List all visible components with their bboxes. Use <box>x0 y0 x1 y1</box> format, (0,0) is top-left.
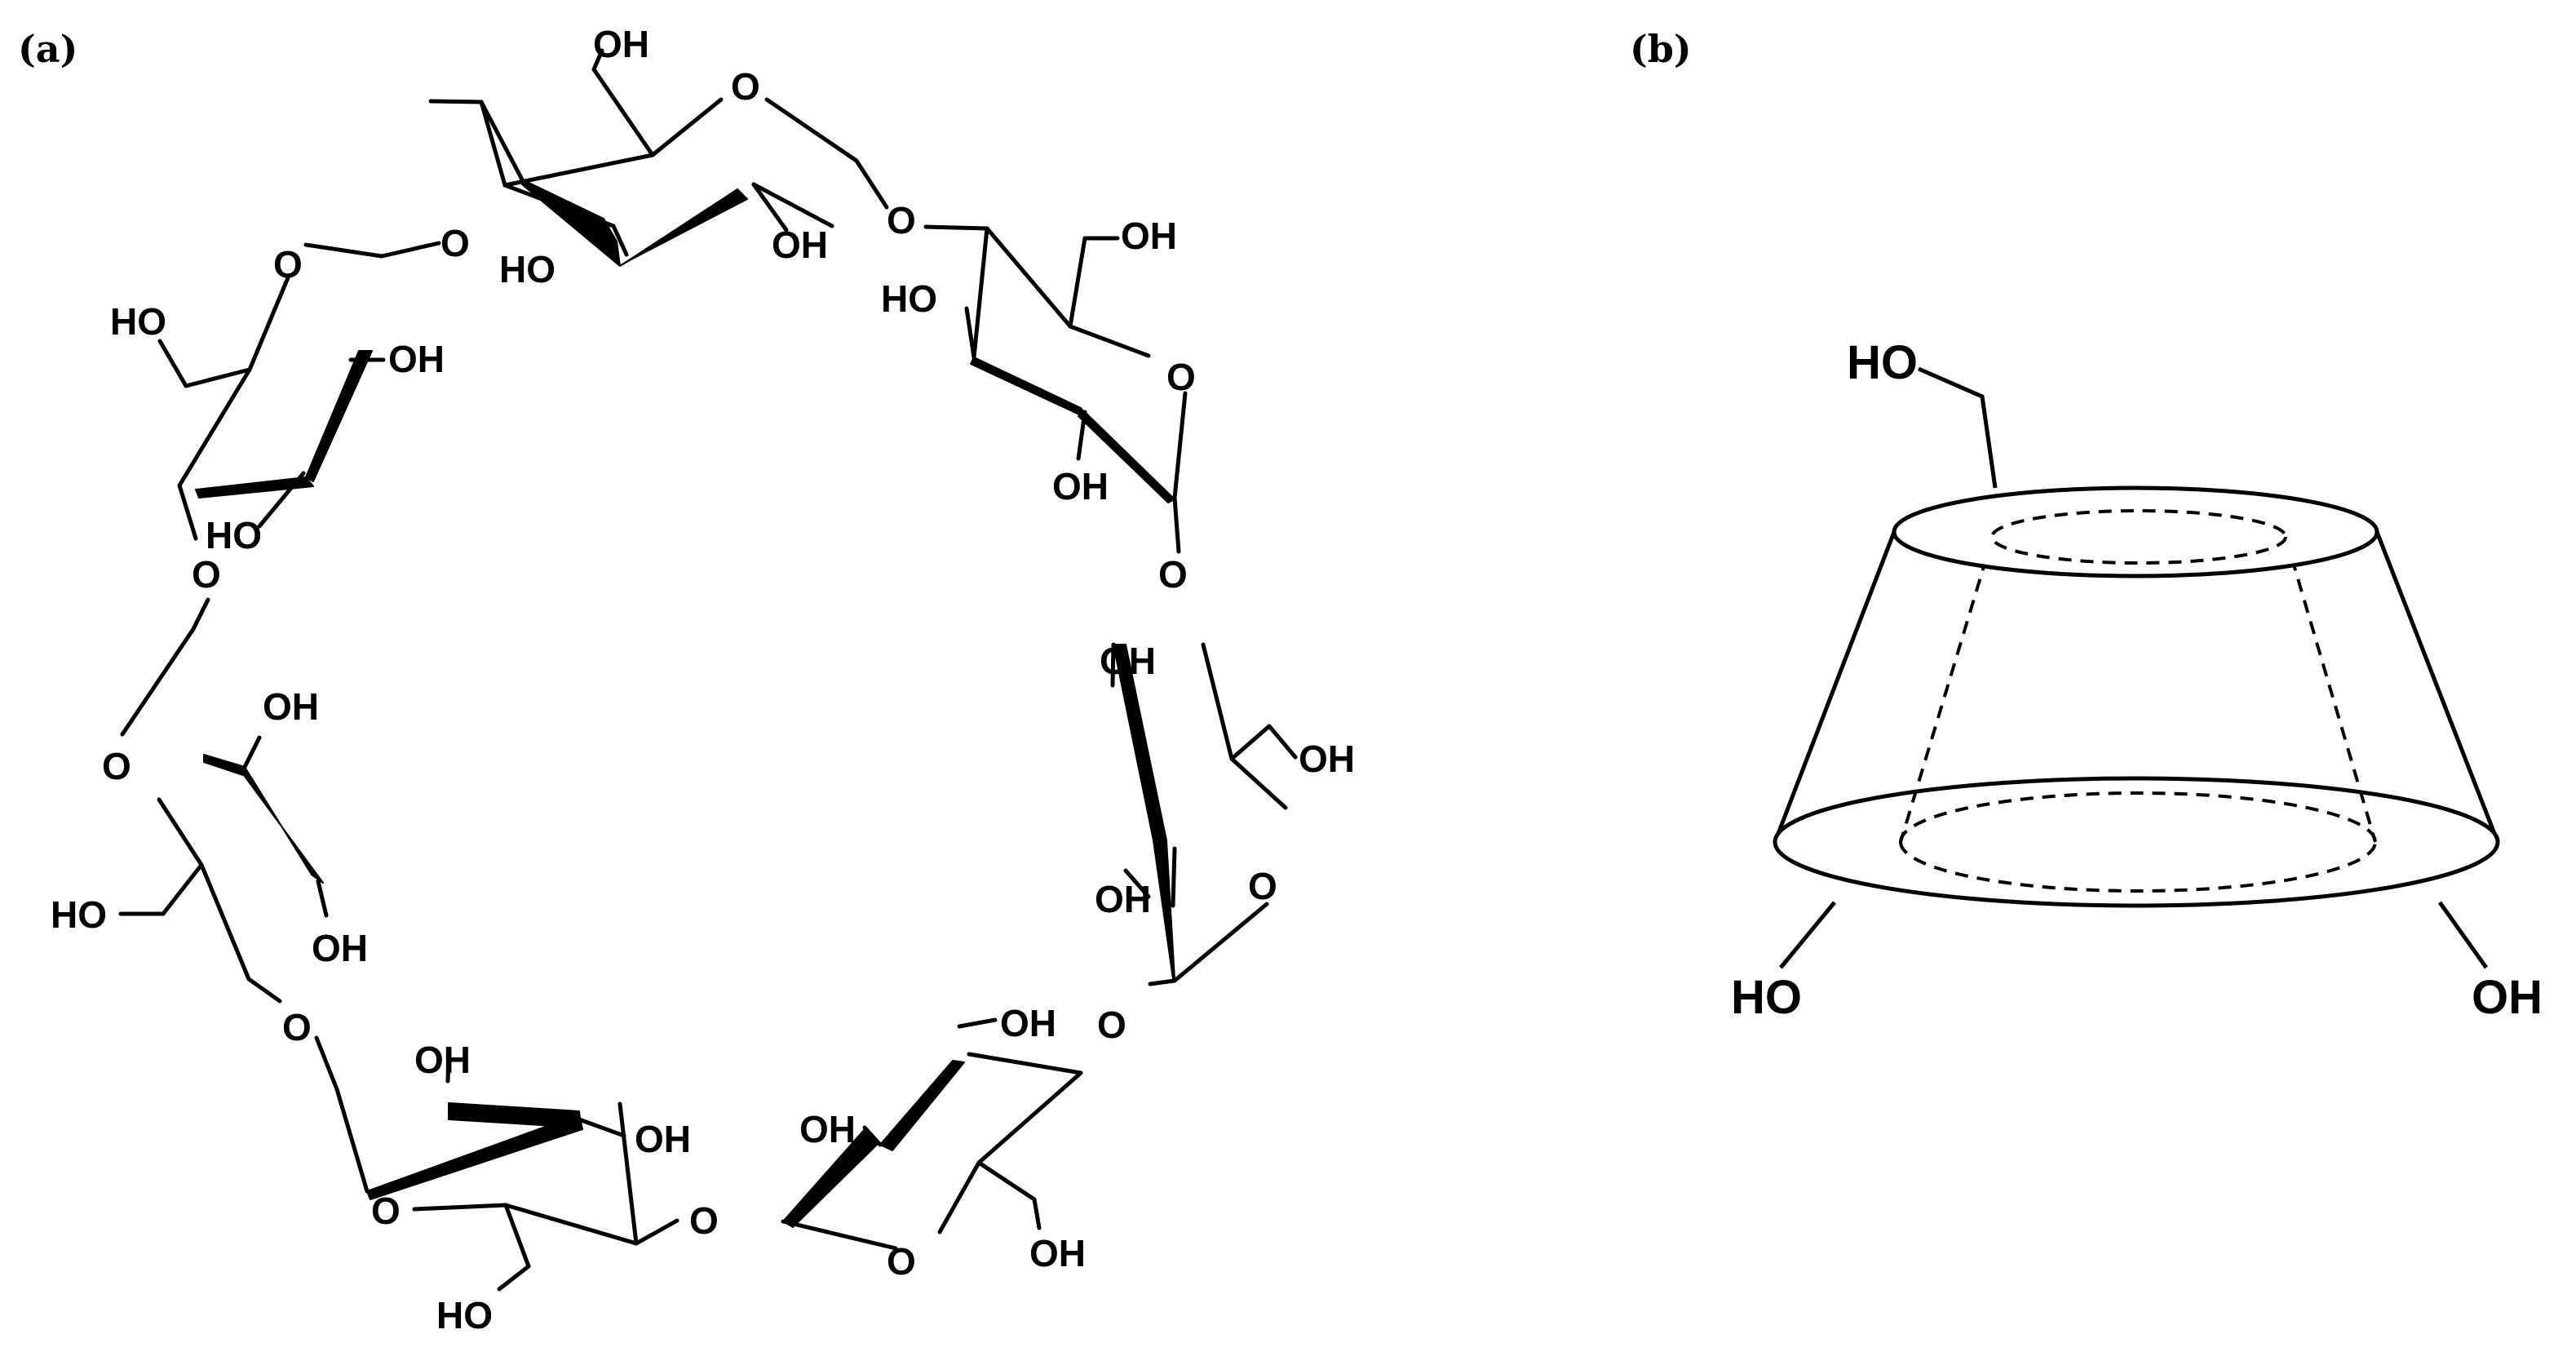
glycosidic-oxygen: O <box>282 1006 312 1048</box>
hydroxyl-label: HO <box>110 300 166 343</box>
glycosidic-oxygen: O <box>440 222 470 264</box>
hydroxyl-label: OH <box>593 23 649 65</box>
ring-oxygen: O <box>102 745 131 787</box>
secondary-hydroxyl-left-label: HO <box>1731 971 1802 1024</box>
ring-oxygen: O <box>1166 356 1196 398</box>
glycosidic-oxygen: O <box>689 1199 719 1242</box>
cone-wide-rim <box>1773 776 2500 908</box>
hydroxyl-label: OH <box>635 1118 691 1160</box>
bond-skeleton <box>118 48 1298 1292</box>
hydroxyl-label: OH <box>1100 640 1156 682</box>
hydroxyl-label: OH <box>414 1039 471 1081</box>
primary-hydroxyl-label: HO <box>1847 336 1918 389</box>
hydroxyl-label: HO <box>51 893 107 936</box>
wedge-bonds <box>195 179 1175 1228</box>
hydroxyl-label: HO <box>206 514 262 556</box>
hydroxyl-label: HO <box>499 248 555 290</box>
glycosidic-oxygen: O <box>887 199 916 242</box>
hydroxyl-label: OH <box>1000 1002 1056 1044</box>
hydroxyl-label: OH <box>772 224 828 266</box>
hydroxyl-label: OH <box>1052 465 1109 507</box>
glycosidic-oxygen: O <box>1097 1004 1126 1046</box>
panel-a-label: (a) <box>18 27 77 71</box>
ring-oxygen: O <box>731 65 760 108</box>
secondary-hydroxyl-right-bond <box>2437 901 2489 969</box>
cone-cavity <box>1899 536 2377 893</box>
ring-oxygen: O <box>1248 865 1277 907</box>
hydroxyl-label: OH <box>1121 215 1177 257</box>
hydroxyl-label: HO <box>436 1294 493 1336</box>
panel-a: (a) <box>18 23 1355 1336</box>
hydroxyl-label: OH <box>1299 738 1355 780</box>
hydroxyl-label: HO <box>881 277 937 320</box>
panel-b: (b) HO HO OH <box>1630 27 2543 1024</box>
primary-hydroxyl-bond <box>1918 366 1998 489</box>
panel-b-label: (b) <box>1630 27 1692 71</box>
cavity-top-opening <box>1990 509 2287 565</box>
hydroxyl-label: OH <box>263 685 319 728</box>
hydroxyl-label: OH <box>799 1108 856 1150</box>
glycosidic-oxygen: O <box>192 553 221 596</box>
hydroxyl-label: OH <box>1029 1232 1086 1274</box>
hydroxyl-label: OH <box>388 338 445 380</box>
hydroxyl-label: OH <box>1095 878 1151 920</box>
cone-left-wall <box>1773 531 1897 843</box>
atom-labels: O O O O O O O O O O O O O O OH HO OH OH … <box>51 23 1355 1336</box>
glycosidic-oxygen: O <box>1158 553 1188 596</box>
ring-oxygen: O <box>887 1240 916 1283</box>
secondary-hydroxyl-left-bond <box>1779 901 1836 969</box>
cone-narrow-rim <box>1892 485 2379 578</box>
ring-oxygen: O <box>273 243 303 286</box>
ring-oxygen: O <box>371 1190 401 1232</box>
cone-right-wall <box>2375 531 2500 843</box>
secondary-hydroxyl-right-label: OH <box>2472 971 2543 1024</box>
hydroxyl-label: OH <box>312 927 368 969</box>
